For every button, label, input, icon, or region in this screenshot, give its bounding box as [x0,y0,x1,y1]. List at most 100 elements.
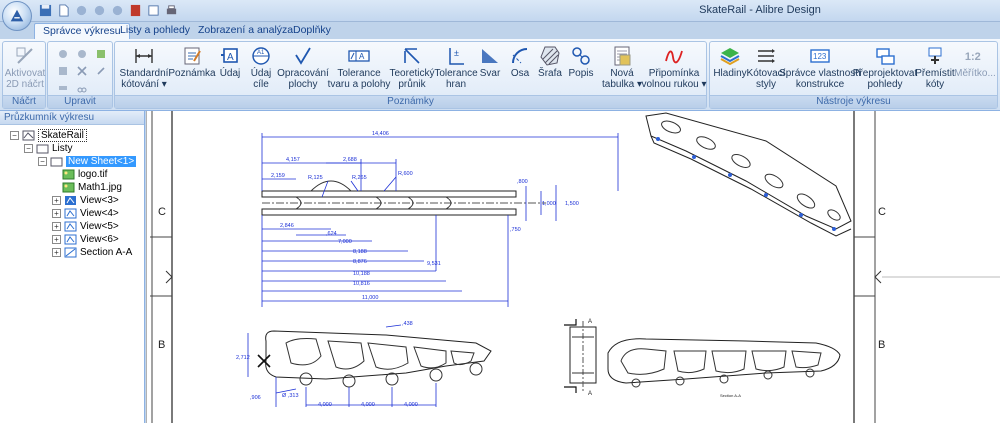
tree-item-listy[interactable]: − Listy [24,142,73,155]
application-menu-button[interactable] [2,1,32,31]
scale-icon: 1:2 [965,51,981,63]
quick-access-toolbar [38,3,179,19]
datum-target-button[interactable]: A1 Údaj cíle [246,44,276,96]
design-property-manager-button[interactable]: 123 Správce vlastností konstrukce [779,44,861,96]
standard-dimension-label2: kótování ▾ [121,79,167,90]
section-view-icon [64,247,77,258]
copy-icon[interactable] [54,63,72,79]
layers-button[interactable]: Hladiny [712,44,748,96]
svg-text:1:2: 1:2 [965,51,981,63]
layers-icon [720,48,740,66]
expand-icon[interactable]: + [52,196,61,205]
tree-label: New Sheet<1> [66,156,137,167]
tree-item-view3[interactable]: + View<3> [52,194,119,207]
standard-dimension-button[interactable]: Standardní kótování ▾ [119,44,169,96]
note-button[interactable]: Poznámka [168,44,216,96]
new-table-button[interactable]: Nová tabulka ▾ [602,44,642,96]
collapse-icon[interactable]: − [38,157,47,166]
drawing-sheet[interactable]: C B C B [146,111,1000,423]
move-icon[interactable] [54,46,72,62]
dimension-text: R,265 [352,175,367,181]
scissors-icon[interactable] [73,80,91,96]
pdf-icon[interactable] [128,3,143,18]
refresh-icon[interactable] [110,3,125,18]
reproject-views-button[interactable]: Přeprojektovat pohledy [853,44,917,96]
move-dimensions-label1: Přemístit [915,68,955,79]
tab-zobrazeni-a-analyza[interactable]: Zobrazení a analýza [198,24,294,36]
dimension-styles-button[interactable]: Kótovací styly [747,44,785,96]
scale-button[interactable]: 1:2 Měřítko... [954,44,996,96]
callout-button[interactable]: Popis [566,44,596,96]
ribbon: Aktivovat 2D náčrt Náčrt Upravit Standar… [0,39,1000,111]
theoretical-intersection-button[interactable]: Teoretický průnik [389,44,435,96]
tab-doplnky[interactable]: Doplňky [293,24,331,36]
dimension-text: 8,188 [353,249,367,255]
isometric-view-rail[interactable] [645,112,852,237]
mirror-icon[interactable] [92,46,110,62]
tree-item-logo[interactable]: logo.tif [62,168,107,181]
edge-tolerance-button[interactable]: ± Tolerance hran [434,44,478,96]
section-aa-view[interactable]: Section A-A [607,338,841,398]
tree-item-new-sheet[interactable]: − New Sheet<1> [38,155,137,168]
dimension-text: 2,688 [343,157,357,163]
redo-icon[interactable] [92,3,107,18]
collapse-icon[interactable]: − [24,144,33,153]
dimension-text: 9,531 [427,261,441,267]
delete-icon[interactable] [73,63,91,79]
tree-label: Listy [52,143,73,154]
tree-item-skaterail[interactable]: − SkateRail [10,129,87,142]
expand-icon[interactable]: + [52,209,61,218]
view-icon [64,195,77,206]
datum-button[interactable]: A Údaj [215,44,245,96]
surface-finish-button[interactable]: Opracování plochy [277,44,329,96]
tab-spravce-vykresu[interactable]: Správce výkresu [34,23,130,39]
group-label-poznamky: Poznámky [115,95,706,108]
view-icon [64,234,77,245]
dimension-styles-label2: styly [756,79,776,90]
zone-label-right-b: B [878,339,885,351]
tree-item-math1[interactable]: Math1.jpg [62,181,122,194]
expand-icon[interactable]: + [52,235,61,244]
open-icon[interactable] [146,3,161,18]
image-icon [62,182,75,193]
hatch-label: Šrafa [538,68,562,79]
tree-item-view5[interactable]: + View<5> [52,220,119,233]
gdt-button[interactable]: A Tolerance tvaru a polohy [328,44,390,96]
rotate-icon[interactable] [73,46,91,62]
expand-icon[interactable]: + [52,222,61,231]
front-view-rail[interactable]: ,438 2,712 ,906 Ø ,313 4,000 4,000 4,000 [236,321,492,408]
expand-icon[interactable]: + [52,248,61,257]
offset-icon[interactable] [92,63,110,79]
section-label-a-top: A [588,319,592,325]
dimension-text: 2,846 [280,223,294,229]
zone-label-left-c: C [158,206,166,218]
freehand-markup-button[interactable]: Připomínka volnou rukou ▾ [641,44,707,96]
end-view-rail[interactable]: A A [564,319,597,397]
drawing-icon [22,130,35,141]
tree-item-view4[interactable]: + View<4> [52,207,119,220]
note-icon [184,47,201,65]
section-label-a-bottom: A [588,391,592,397]
undo-icon[interactable] [74,3,89,18]
new-document-icon[interactable] [56,3,71,18]
centerline-button[interactable]: Osa [507,44,533,96]
drawing-canvas[interactable]: C B C B [146,111,1000,423]
tab-listy-a-pohledy[interactable]: Listy a pohledy [120,24,191,36]
gdt-icon: A [348,50,370,62]
collapse-icon[interactable]: − [10,131,19,140]
group-upravit: Upravit [47,41,113,109]
group-nastroje-vykresu: Hladiny Kótovací styly 123 Správce vlast… [709,41,998,109]
move-dimensions-button[interactable]: Přemístit kóty [914,44,956,96]
activate-2d-sketch-button[interactable]: Aktivovat 2D náčrt [5,44,45,96]
print-icon[interactable] [164,3,179,18]
tree-label: Math1.jpg [78,182,122,193]
hatch-button[interactable]: Šrafa [536,44,564,96]
zone-label-left-b: B [158,339,165,351]
trim-icon[interactable] [54,80,72,96]
weld-button[interactable]: Svar [477,44,503,96]
dimension-text: 2,712 [236,355,250,361]
tree-item-view6[interactable]: + View<6> [52,233,119,246]
save-icon[interactable] [38,3,53,18]
top-view-rail[interactable]: 14,406 4,157 2,688 2,159 R,125 R,265 R,6… [261,131,619,307]
tree-item-section-aa[interactable]: + Section A-A [52,246,132,259]
